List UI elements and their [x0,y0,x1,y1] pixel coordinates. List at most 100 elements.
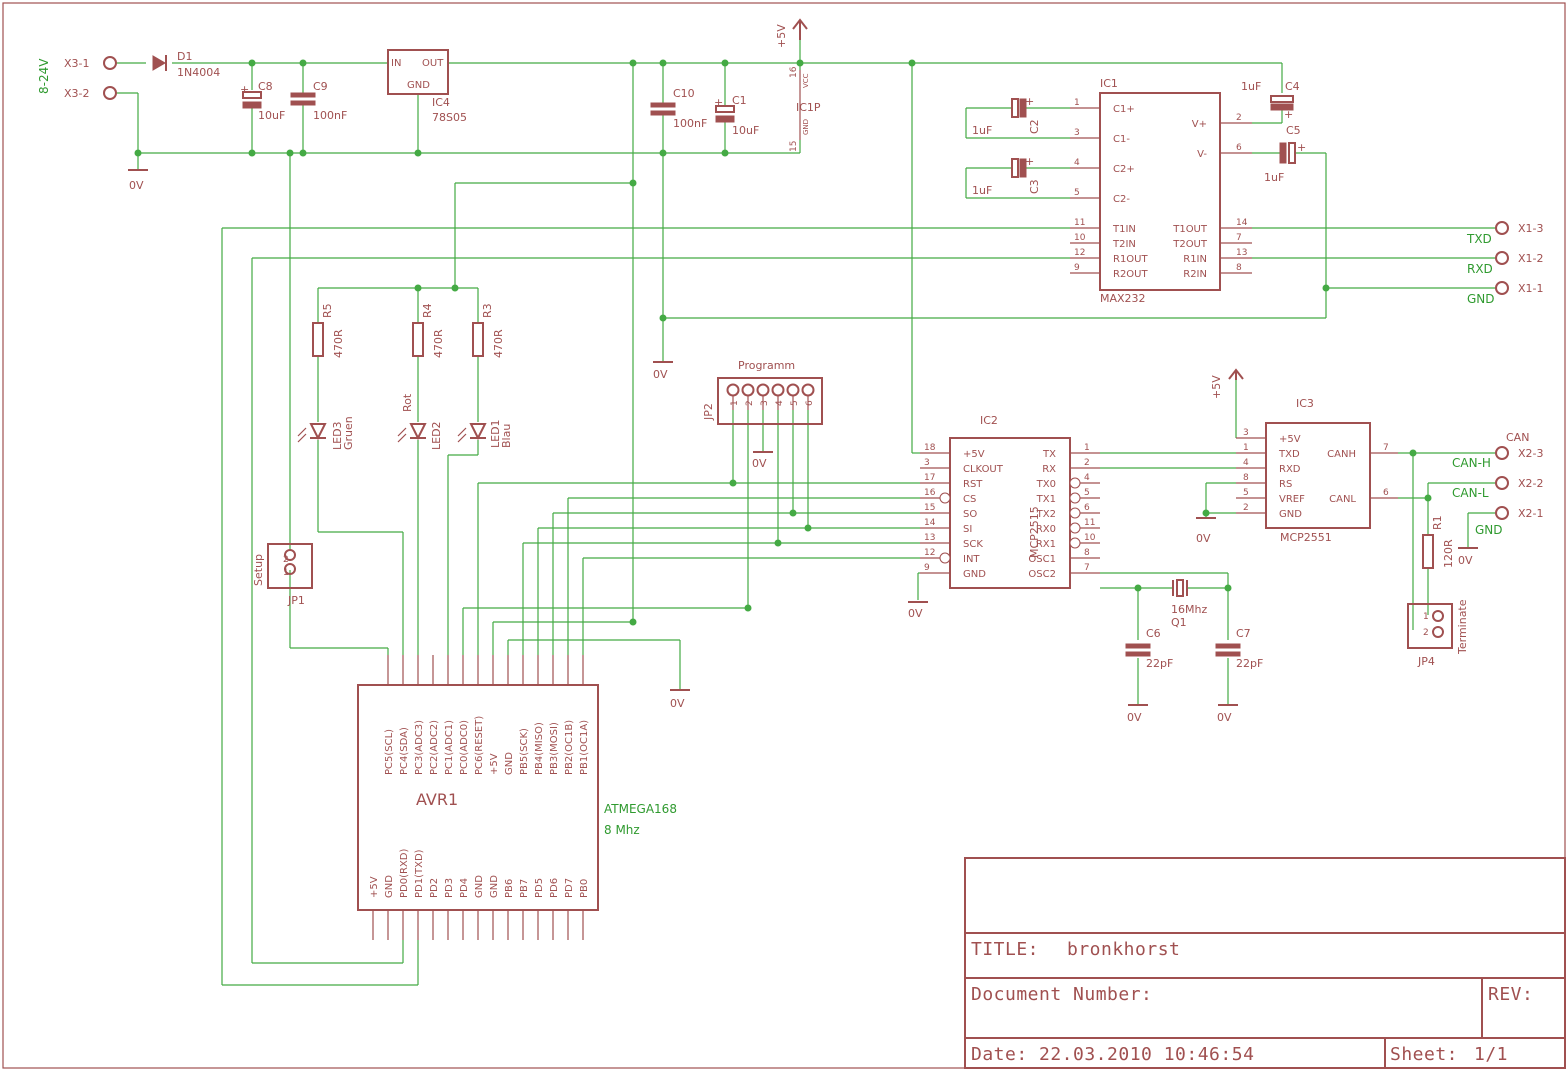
led2-color: Rot [401,393,414,412]
c5-value: 1uF [1264,171,1284,184]
ic4-out-pin: OUT [422,58,444,69]
avr-top-pin-label: PB2(OC1B) [564,720,575,775]
mcp2551-pin-num: 1 [1243,443,1249,453]
ic3-label: IC3 [1296,397,1314,410]
led1-symbol [469,423,487,441]
mcp2515-pin-label: OSC2 [1028,569,1056,580]
c8-label: C8 [258,80,273,93]
mcp2515-pin-num: 2 [1084,458,1090,468]
r3-resistor [472,322,484,357]
mcp2551-pin-num: 8 [1243,473,1249,483]
mcp2551-pin-label: CANH [1327,449,1356,460]
mcp2515-pin-label: OSC1 [1028,554,1056,565]
rev-label: REV: [1488,984,1533,1005]
avr-bottom-pin-label: PD7 [564,878,575,898]
mcp2551-pin-num: 4 [1243,458,1249,468]
supply-voltage-label: 8-24V [37,58,51,94]
jp2-header [717,377,823,425]
junctions [134,59,1432,626]
jp2-pin-num: 1 [730,400,740,406]
avr-top-pin-label: PC4(SDA) [399,727,410,775]
mcp2515-pin-num: 6 [1084,503,1090,513]
jp4-pin1: 1 [1423,612,1429,622]
jp2-pin-num: 2 [745,400,755,406]
max232-pin-label: R1IN [1183,254,1207,265]
mcp2515-pin-num: 8 [1084,548,1090,558]
max232-pin-label: C1+ [1113,104,1135,115]
mcp2551-pin-num: 3 [1243,428,1249,438]
avr-bottom-pin-label: PD1(TXD) [414,849,425,898]
led2-label: LED2 [430,421,443,450]
c8-value: 10uF [258,109,285,122]
c5-label: C5 [1286,124,1301,137]
canl-net-label: CAN-L [1452,486,1489,500]
max232-pin-label: T2IN [1112,239,1136,250]
mcp2551-pin-label: GND [1279,509,1302,520]
max232-pin-label: T1IN [1112,224,1136,235]
max232-pin-num: 6 [1236,143,1242,153]
mcp2515-pin-label: RX1 [1036,539,1056,550]
avr1-value: ATMEGA168 [604,802,677,816]
avr-bottom-pin-label: PD2 [429,878,440,898]
mcp2515-pin-label: SCK [963,539,983,550]
d1-label: D1 [177,50,192,63]
max232-pin-num: 11 [1074,218,1085,228]
mcp2515-pin-num: 14 [924,518,936,528]
max232-pin-label: T1OUT [1172,224,1208,235]
max232-pin-label: R2IN [1183,269,1207,280]
c10-symbol [650,102,676,108]
avr-top-pin-label: PB3(MOSI) [549,722,560,775]
jp1-pin2: 2 [283,555,289,565]
mcp2515-pin-num: 17 [924,473,935,483]
jp1-jumper [267,543,313,589]
mcp2551-pin-label: CANL [1329,494,1356,505]
avr-bottom-pin-label: GND [474,875,485,898]
max232-pin-num: 13 [1236,248,1247,258]
led2-symbol [409,423,427,441]
ic1p-gnd: GND [802,119,810,135]
c10-label: C10 [673,87,695,100]
svg-text:+: + [240,83,249,96]
plus5v-arrow-icon-2 [1228,368,1244,380]
x2-3-pad [1495,446,1509,460]
gnd-label-ic2: 0V [908,607,923,620]
c8-symbol [242,91,262,99]
max232-pin-num: 4 [1074,158,1080,168]
avr1-clock: 8 Mhz [604,823,640,837]
power-input: X3-1 X3-2 8-24V D1 1N4004 + C8 10uF C9 1… [37,18,821,192]
avr-top-pin-label: PC3(ADC3) [414,720,425,775]
x3-2-pad [103,86,117,100]
d1-value: 1N4004 [177,66,220,79]
mcp2515-pin-label: RST [963,479,983,490]
c5-symbol [1279,142,1287,164]
plus5v-label-ic3: +5V [1210,375,1223,399]
max232-pin-num: 3 [1074,128,1080,138]
ic4-regulator [387,49,449,95]
mcp2515-pin-label: +5V [963,449,985,460]
led1-color: Blau [500,424,513,448]
c2-value: 1uF [972,124,992,137]
mcp2515-pin-num: 15 [924,503,935,513]
mcp2515-pin-num: 1 [1084,443,1090,453]
avr-section: PC5(SCL)PC4(SDA)PC3(ADC3)PC2(ADC2)PC1(AD… [357,655,690,940]
c4-label: C4 [1285,80,1300,93]
date-label: Date: [971,1044,1028,1065]
max232-pin-label: T2OUT [1172,239,1208,250]
max232-pin-num: 8 [1236,263,1242,273]
led1-label: LED1 [489,419,502,448]
avr-top-pin-label: GND [504,752,515,775]
r5-value: 470R [332,329,345,358]
max232-pin-label: C2- [1113,194,1130,205]
gnd-label-avr: 0V [670,697,685,710]
mcp2515-pin-label: CLKOUT [963,464,1004,475]
r3-value: 470R [492,329,505,358]
avr-top-pin-label: PB5(SCK) [519,728,530,775]
avr-top-pins: PC5(SCL)PC4(SDA)PC3(ADC3)PC2(ADC2)PC1(AD… [384,655,590,775]
avr-bottom-pin-label: PD5 [534,878,545,898]
mcp2515-pin-num: 3 [924,458,930,468]
gnd2-net-label: GND [1475,523,1503,537]
gnd-label-ic3: 0V [1196,532,1211,545]
